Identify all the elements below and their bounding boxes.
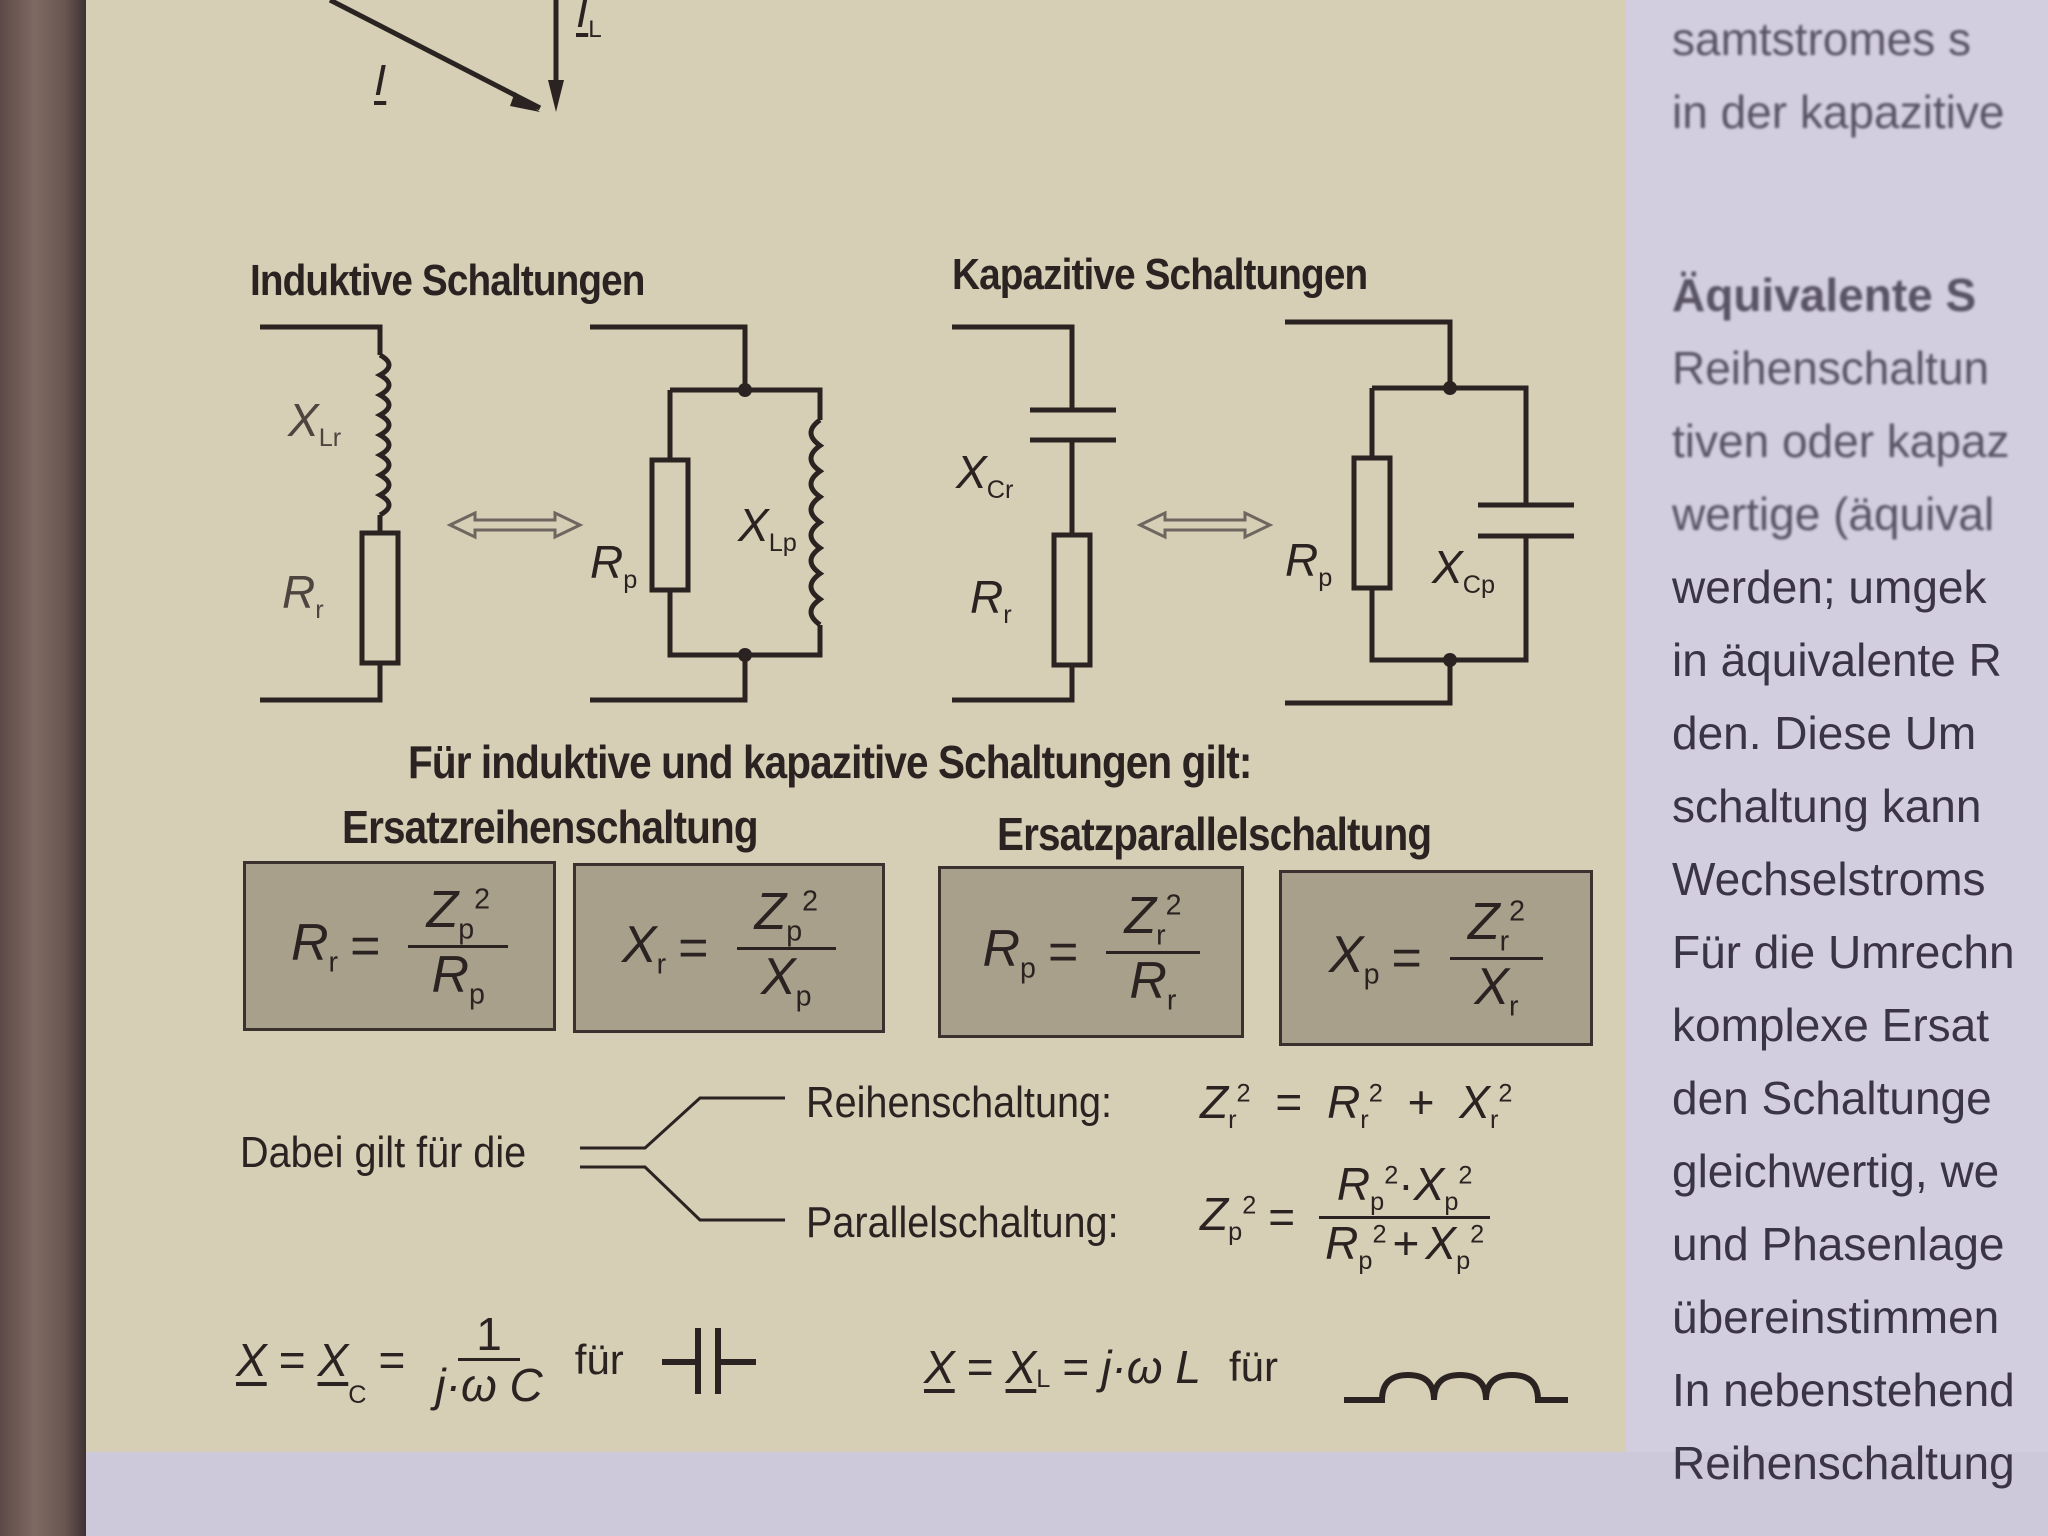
right-column-line: den. Diese Um	[1672, 707, 1977, 759]
right-column-line: den Schaltunge	[1672, 1072, 1992, 1124]
formula-box-Rp: Rp = Zr2 Rr	[938, 866, 1244, 1038]
series-relation-label: Reihenschaltung:	[806, 1078, 1113, 1127]
right-column-line: komplexe Ersat	[1672, 999, 1990, 1051]
right-column-line: schaltung kann	[1672, 780, 1982, 832]
right-column-line: Reihenschaltung	[1672, 1437, 2015, 1489]
formula-box-Xr: Xr = Zp2 Xp	[573, 863, 885, 1033]
phasor-label-I: I	[374, 56, 387, 105]
inductive-circuits-title: Induktive Schaltungen	[250, 256, 645, 305]
right-column-line: werden; umgek	[1672, 561, 1987, 613]
right-column-line: wertige (äquival	[1672, 488, 1995, 540]
general-statement: Für induktive und kapazitive Schaltungen…	[408, 736, 1252, 788]
label-X-Lp: XLp	[738, 499, 797, 558]
right-column-line: samtstromes s	[1672, 13, 1972, 65]
right-column-line: In nebenstehend	[1672, 1364, 2015, 1416]
label-R-r-capacitive: Rr	[970, 571, 1012, 630]
parallel-equivalent-title: Ersatzparallelschaltung	[997, 808, 1432, 860]
inductor-symbol-icon	[1344, 1371, 1568, 1403]
parallel-relation-label: Parallelschaltung:	[806, 1198, 1119, 1247]
parallel-relation-formula: Zp2 = Rp2·Xp2 Rp2+Xp2	[1200, 1160, 1502, 1274]
lower-paper-margin	[86, 1452, 2048, 1536]
phasor-label-IL: IL	[576, 0, 602, 43]
right-column-spacer	[1672, 158, 2015, 268]
label-X-Cr: XCr	[956, 446, 1014, 505]
right-column-line: Für die Umrechn	[1672, 926, 2015, 978]
right-column-line: tiven oder kapaz	[1672, 415, 2010, 467]
relations-intro: Dabei gilt für die	[240, 1128, 527, 1177]
right-column-heading: Äquivalente S	[1672, 269, 1977, 321]
series-equivalent-title: Ersatzreihenschaltung	[342, 801, 759, 853]
right-column-line: und Phasenlage	[1672, 1218, 2005, 1270]
label-X-Lr: XLr	[288, 394, 342, 453]
right-column-line: übereinstimmen	[1672, 1291, 2000, 1343]
label-R-p-capacitive: Rp	[1285, 534, 1333, 593]
figure-panel	[86, 0, 1626, 1452]
label-R-p-inductive: Rp	[590, 536, 638, 595]
right-column-line: Reihenschaltun	[1672, 342, 1990, 394]
book-spine	[0, 0, 86, 1536]
right-column-line: gleichwertig, we	[1672, 1145, 2000, 1197]
phasor-diagram-partial	[328, 0, 564, 112]
capacitor-symbol-icon	[662, 1328, 756, 1394]
formula-box-Xp: Xp = Zr2 Xr	[1279, 870, 1593, 1046]
right-column-line: Wechselstroms	[1672, 853, 1986, 905]
label-X-Cp: XCp	[1432, 541, 1496, 600]
right-column-line: in äquivalente R	[1672, 634, 2002, 686]
right-column-line: in der kapazitive	[1672, 86, 2005, 138]
formula-box-Rr: Rr = Zp2 Rp	[243, 861, 556, 1031]
capacitive-circuits-title: Kapazitive Schaltungen	[952, 250, 1368, 299]
label-R-r-inductive: Rr	[282, 566, 324, 625]
right-column-text: samtstromes s in der kapazitive Äquivale…	[1672, 12, 2015, 1509]
right-page-column	[1626, 0, 2048, 1452]
series-relation-formula: Zr2 = Rr2 + Xr2	[1200, 1076, 1513, 1135]
